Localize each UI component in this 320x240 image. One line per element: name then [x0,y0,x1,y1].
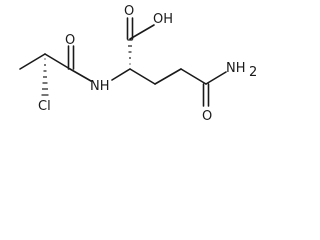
bond-amidec-nh2 [205,71,227,85]
atom-acid-oh: OH [153,12,173,27]
atom-amine-nh2: NH 2 [226,61,257,80]
bond-carbonyl-nh [69,68,92,82]
bond-acid-oh [129,24,155,40]
bond-alpha-ch2 [129,68,156,85]
atom-amine: NH [226,61,246,76]
atom-acid-o: O [124,4,134,19]
bond-nh-alpha [111,68,131,81]
structure-svg: OH O O NH O Cl NH 2 [19,4,257,124]
atom-amide-nh: NH [90,79,110,94]
molecule-diagram: OH O O NH O Cl NH 2 [19,4,257,124]
hashed-wedge-cl [41,58,49,96]
bond-ch2-ch2 [154,68,182,85]
atom-terminal-o: O [202,109,212,124]
bond-ch2-amidec [180,68,207,85]
hashed-wedge-alpha [127,39,133,65]
atom-amine-sub: 2 [249,65,257,80]
atom-amide-o: O [65,33,75,48]
bond-chcl-carbonyl [44,53,71,70]
atom-cl: Cl [38,99,51,114]
bond-methyl-chc [19,53,46,70]
